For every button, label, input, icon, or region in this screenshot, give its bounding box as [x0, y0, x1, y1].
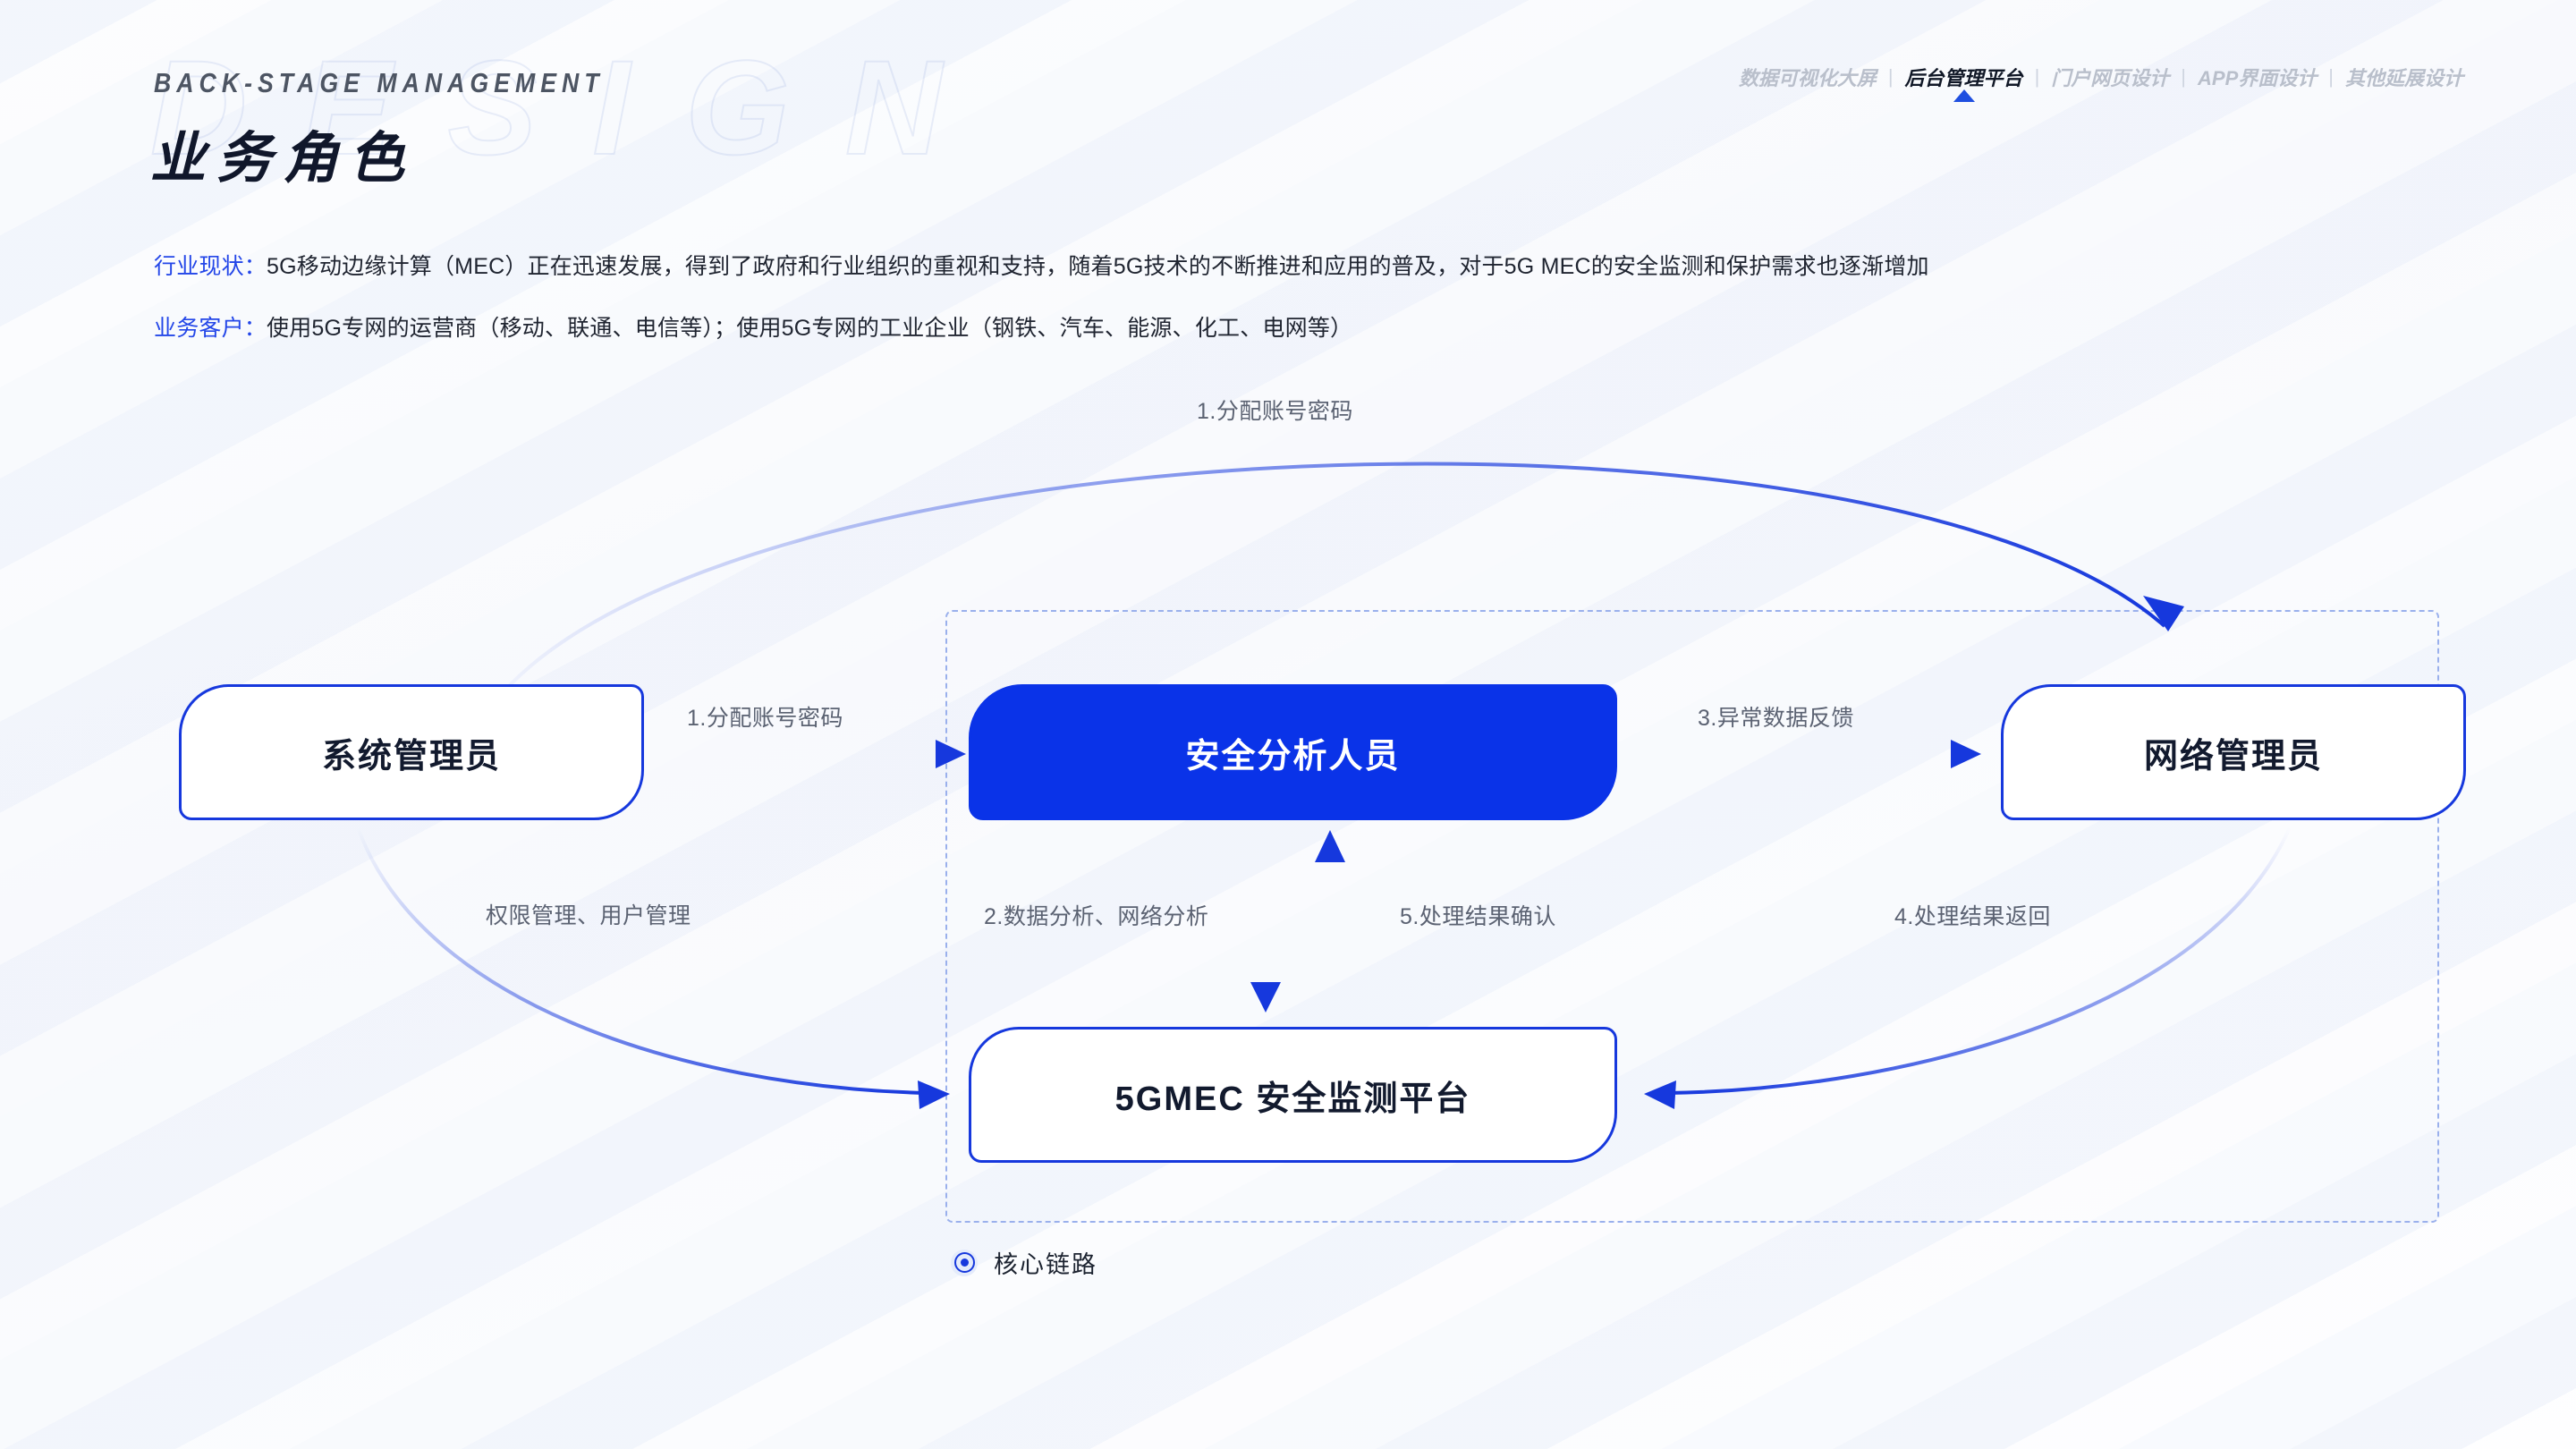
edge-label-anomaly-feedback: 3.异常数据反馈: [1698, 706, 1854, 731]
intro-label: 行业现状：: [154, 254, 267, 279]
target-radio-icon: [951, 1249, 978, 1276]
page-title: 业务角色: [150, 128, 416, 190]
nav-item-label: 后台管理平台: [1904, 67, 2023, 89]
edge-label-top-arc: 1.分配账号密码: [1197, 399, 1353, 424]
edge-label-result-confirm: 5.处理结果确认: [1400, 904, 1556, 929]
header-eyebrow: BACK-STAGE MANAGEMENT: [154, 67, 605, 98]
edge-assign-account-password: [649, 740, 966, 768]
nav-separator: |: [2328, 65, 2334, 88]
node-5gmec-security-platform[interactable]: 5GMEC 安全监测平台: [969, 1027, 1617, 1163]
edge-label-permission-mgmt: 权限管理、用户管理: [486, 903, 691, 928]
design-watermark: DESIGN: [149, 31, 998, 183]
intro-line-business-customers: 业务客户：使用5G专网的运营商（移动、联通、电信等）；使用5G专网的工业企业（钢…: [154, 310, 1352, 343]
nav-active-triangle-icon: [1953, 89, 1975, 102]
nav-item-app-ui-design[interactable]: APP界面设计: [2198, 67, 2318, 89]
legend-core-link: 核心链路: [951, 1245, 1097, 1280]
nav-item-data-visualization[interactable]: 数据可视化大屏: [1738, 67, 1877, 89]
nav-separator: |: [2181, 65, 2187, 88]
node-label: 5GMEC 安全监测平台: [1114, 1080, 1471, 1118]
nav-separator: |: [1887, 65, 1894, 88]
intro-label: 业务客户：: [154, 316, 267, 341]
node-security-analyst[interactable]: 安全分析人员: [969, 684, 1617, 820]
nav-item-backstage-management[interactable]: 后台管理平台: [1903, 63, 2025, 102]
nav-separator: |: [2034, 65, 2040, 88]
node-system-administrator[interactable]: 系统管理员: [179, 684, 644, 820]
edge-label-data-analysis: 2.数据分析、网络分析: [984, 904, 1209, 929]
nav-item-other-extended-design[interactable]: 其他延展设计: [2344, 67, 2463, 89]
intro-line-industry-status: 行业现状：5G移动边缘计算（MEC）正在迅速发展，得到了政府和行业组织的重视和支…: [154, 249, 1929, 281]
top-navigation[interactable]: 数据可视化大屏 | 后台管理平台 | 门户网页设计 | APP界面设计 | 其他…: [1737, 63, 2465, 102]
page-header: DESIGN BACK-STAGE MANAGEMENT 业务角色 数据可视化大…: [0, 0, 2576, 215]
node-label: 安全分析人员: [1185, 737, 1401, 775]
intro-text: 5G移动边缘计算（MEC）正在迅速发展，得到了政府和行业组织的重视和支持，随着5…: [267, 254, 1929, 279]
node-network-administrator[interactable]: 网络管理员: [2001, 684, 2466, 820]
intro-text: 使用5G专网的运营商（移动、联通、电信等）；使用5G专网的工业企业（钢铁、汽车、…: [267, 316, 1353, 341]
legend-label: 核心链路: [994, 1251, 1097, 1278]
node-label: 系统管理员: [321, 737, 501, 775]
edge-label-assign-account: 1.分配账号密码: [687, 706, 843, 731]
node-label: 网络管理员: [2143, 737, 2323, 775]
nav-item-portal-web-design[interactable]: 门户网页设计: [2051, 67, 2170, 89]
edge-label-result-return: 4.处理结果返回: [1894, 904, 2051, 929]
edge-permission-user-management: [356, 826, 950, 1109]
